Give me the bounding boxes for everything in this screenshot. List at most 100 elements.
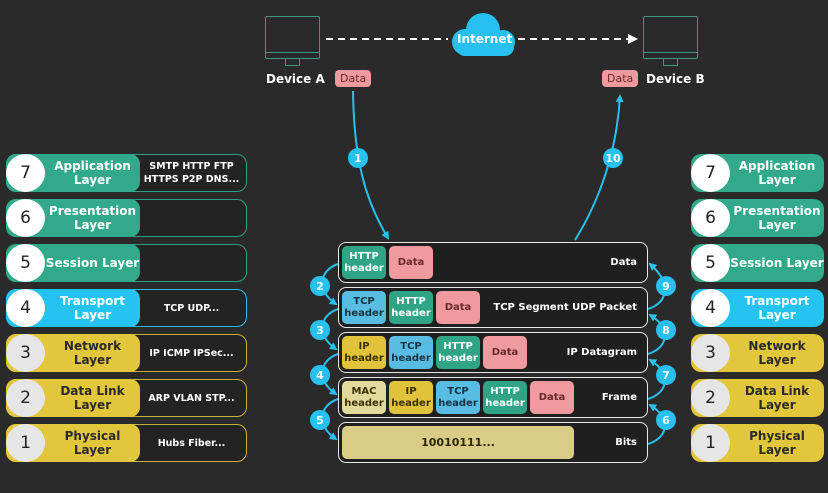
pdu-label: IP Datagram	[566, 347, 637, 358]
layer-number: 4	[691, 289, 730, 327]
packet-cell-tcp: TCP header	[342, 291, 386, 324]
layer-name: Presentation Layer	[48, 204, 137, 232]
layer-3: 3 Network Layer IP ICMP IPSec...	[6, 334, 247, 372]
layer-7: 7 Application Layer SMTP HTTP FTP HTTPS P2…	[6, 154, 247, 192]
cloud-icon	[452, 13, 515, 56]
device-a-label: Device A	[266, 72, 325, 86]
step-badge-6: 6	[656, 410, 676, 430]
step-badge-3: 3	[310, 320, 330, 340]
layer-name: Application Layer	[54, 159, 131, 187]
layer-3: 3 Network Layer	[691, 334, 824, 372]
layer-protocols: SMTP HTTP FTP HTTPS P2P DNS...	[143, 161, 240, 185]
layer-name: Network Layer	[748, 339, 806, 367]
layer-1: 1 Physical Layer Hubs Fiber...	[6, 424, 247, 462]
packet-cell-http: HTTP header	[342, 246, 386, 279]
pdu-label: Bits	[615, 437, 637, 448]
device-a-monitor-icon	[265, 16, 320, 59]
packet-cell-tcp: TCP header	[389, 336, 433, 369]
layer-number: 6	[691, 199, 730, 237]
step-badge-8: 8	[656, 320, 676, 340]
arrow-step-1	[352, 90, 390, 240]
layer-name: Transport Layer	[59, 294, 126, 322]
layer-name: Session Layer	[45, 256, 140, 270]
layer-number: 5	[6, 244, 45, 282]
device-b-data-pill: Data	[602, 70, 639, 87]
step-badge-9: 9	[656, 276, 676, 296]
step-badge-7: 7	[656, 365, 676, 385]
layer-number: 1	[6, 424, 45, 462]
layer-number: 3	[691, 334, 730, 372]
packet-cell-data: Data	[530, 381, 574, 414]
device-a-data-pill: Data	[335, 70, 372, 87]
layer-number: 5	[691, 244, 730, 282]
layer-name: Network Layer	[63, 339, 122, 367]
internet-label: Internet	[457, 32, 513, 46]
step-badge-5: 5	[310, 410, 330, 430]
layer-2: 2 Data Link Layer ARP VLAN STP...	[6, 379, 247, 417]
step-badge-10: 10	[603, 148, 623, 168]
layer-number: 4	[6, 289, 45, 327]
layer-name: Session Layer	[730, 256, 824, 270]
packet-cell-bits: 10010111...	[342, 426, 574, 459]
layer-protocols	[140, 244, 243, 282]
packet-cell-mac: MAC header	[342, 381, 386, 414]
layer-name: Presentation Layer	[733, 204, 821, 232]
arrow-step-10	[574, 94, 624, 241]
packet-cell-http: HTTP header	[389, 291, 433, 324]
layer-name: Transport Layer	[744, 294, 810, 322]
pdu-label: TCP Segment UDP Packet	[493, 302, 637, 313]
step-badge-1: 1	[348, 148, 368, 168]
layer-name: Application Layer	[738, 159, 816, 187]
packet-cell-tcp: TCP header	[436, 381, 480, 414]
layer-name: Physical Layer	[749, 429, 805, 457]
layer-number: 3	[6, 334, 45, 372]
layer-number: 7	[691, 154, 730, 192]
layer-protocols: TCP UDP...	[163, 302, 220, 314]
layer-protocols: Hubs Fiber...	[157, 437, 226, 449]
pdu-label: Frame	[601, 392, 637, 403]
step-badge-4: 4	[310, 365, 330, 385]
packet-cells: 10010111...	[342, 426, 574, 459]
packet-cell-ip: IP header	[342, 336, 386, 369]
layer-number: 6	[6, 199, 45, 237]
packet-cell-http: HTTP header	[436, 336, 480, 369]
layer-4: 4 Transport Layer	[691, 289, 824, 327]
packet-cell-data: Data	[483, 336, 527, 369]
device-b-label: Device B	[646, 72, 705, 86]
layer-number: 2	[6, 379, 45, 417]
encapsulation-row: 10010111... Bits	[338, 422, 648, 463]
packet-cell-ip: IP header	[389, 381, 433, 414]
device-a-stand	[285, 59, 300, 66]
layer-number: 1	[691, 424, 730, 462]
layer-7: 7 Application Layer	[691, 154, 824, 192]
layer-4: 4 Transport Layer TCP UDP...	[6, 289, 247, 327]
packet-cell-http: HTTP header	[483, 381, 527, 414]
layer-name: Physical Layer	[64, 429, 121, 457]
layer-protocols: IP ICMP IPSec...	[149, 347, 234, 359]
packet-cell-data: Data	[389, 246, 433, 279]
device-b-monitor-icon	[643, 16, 698, 59]
layer-protocols	[140, 199, 243, 237]
layer-number: 7	[6, 154, 45, 192]
pdu-label: Data	[610, 257, 637, 268]
step-badge-2: 2	[310, 276, 330, 296]
layer-name: Data Link Layer	[60, 384, 125, 412]
packet-cell-data: Data	[436, 291, 480, 324]
layer-protocols: ARP VLAN STP...	[148, 392, 235, 404]
layer-name: Data Link Layer	[744, 384, 810, 412]
device-b-stand	[663, 59, 678, 66]
layer-1: 1 Physical Layer	[691, 424, 824, 462]
